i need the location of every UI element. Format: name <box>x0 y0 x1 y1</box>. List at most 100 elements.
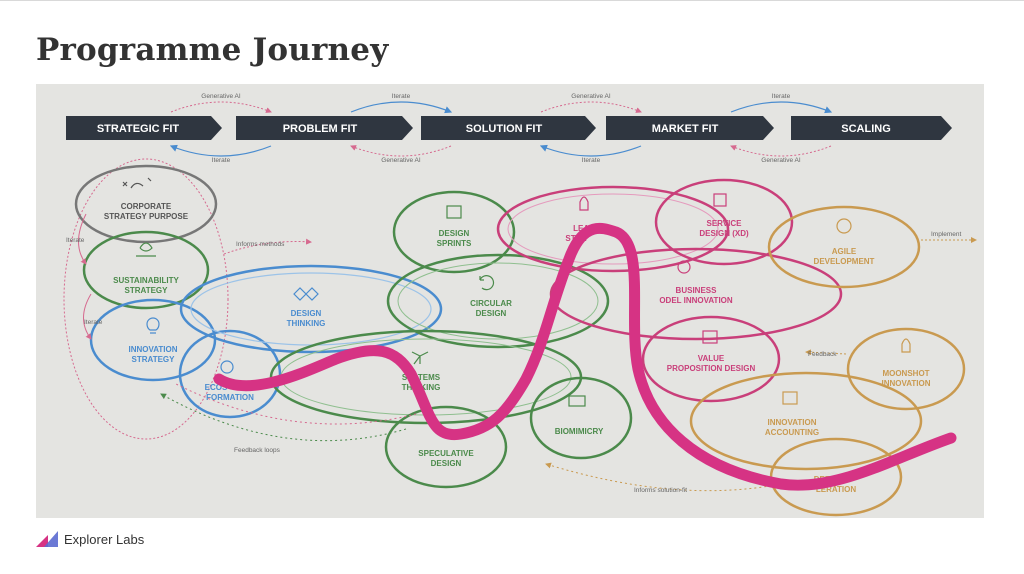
stage-label-strategic-fit: STRATEGIC FIT <box>97 123 180 135</box>
connector-3-top-label: Generative AI <box>571 93 611 100</box>
feedback-arrow <box>805 349 847 356</box>
stage-connector-3: Generative AI Iterate <box>539 93 642 164</box>
feedback-loops-label: Feedback loops <box>234 447 281 454</box>
journey-path-line <box>213 222 957 491</box>
strategy-group-outline <box>63 158 229 440</box>
node-label: STRATEGY <box>132 355 176 364</box>
node-label: DESIGN <box>439 229 470 238</box>
node-circular-design: CIRCULAR DESIGN <box>386 253 610 349</box>
node-biomimicry: BIOMIMICRY <box>529 376 633 460</box>
biomimicry-icon <box>568 395 586 407</box>
node-label: DESIGN <box>431 459 462 468</box>
stage-connector-4: Iterate Generative AI <box>730 93 833 164</box>
lightbulb-icon <box>146 317 160 334</box>
node-label: CORPORATE <box>121 202 172 211</box>
informs-methods-arrow <box>223 238 312 255</box>
node-label: VALUE <box>698 354 725 363</box>
implement-label: Implement <box>931 231 962 238</box>
recycle-icon <box>479 275 495 291</box>
informs-solution-fit-label: Informs solution-fit <box>634 487 687 494</box>
stage-banner-5: SCALING <box>791 116 952 140</box>
informs-solution-fit-arrow <box>545 462 782 492</box>
stage-label-solution-fit: SOLUTION FIT <box>466 123 543 135</box>
node-label: DESIGN (XD) <box>699 229 749 238</box>
stage-banner-1: STRATEGIC FIT <box>66 116 222 140</box>
stage-label-scaling: SCALING <box>841 123 891 135</box>
node-label: PROPOSITION DESIGN <box>667 364 756 373</box>
node-innovation-accounting: INNOVATION ACCOUNTING <box>689 371 923 471</box>
page-title: Programme Journey <box>36 32 389 68</box>
strategy-icon <box>122 177 152 189</box>
moonshot-icon <box>901 338 911 353</box>
brand-name: Explorer Labs <box>64 531 145 547</box>
leaf-hand-icon <box>136 242 156 257</box>
node-sustainability-strategy: SUSTAINABILITY STRATEGY <box>82 230 210 310</box>
node-label: FORMATION <box>206 393 254 402</box>
network-icon <box>411 351 429 365</box>
node-label: SERVICE <box>707 219 743 228</box>
gear-icon <box>677 260 691 274</box>
top-divider <box>0 0 1024 1</box>
node-label: AGILE <box>832 247 857 256</box>
connector-1-top-label: Generative AI <box>201 93 241 100</box>
node-label: SPRINTS <box>437 239 472 248</box>
connector-4-bottom-label: Generative AI <box>761 157 801 164</box>
node-business-model-innovation: BUSINESS ODEL INNOVATION <box>549 247 843 341</box>
connector-3-bottom-label: Iterate <box>582 157 601 164</box>
node-label: BUSINESS <box>676 286 718 295</box>
connector-4-top-label: Iterate <box>772 93 791 100</box>
node-label: SPECULATIVE <box>418 449 474 458</box>
cycle-icon <box>836 218 852 234</box>
connector-2-bottom-label: Generative AI <box>381 157 421 164</box>
iterate-arrow-1 <box>78 213 87 265</box>
rocket-icon <box>579 196 589 211</box>
stage-banner-4: MARKET FIT <box>606 116 774 140</box>
feedback-loops-arrow <box>160 393 407 442</box>
node-label: ODEL INNOVATION <box>659 296 733 305</box>
node-label: INNOVATION <box>881 379 930 388</box>
stage-banner-2: PROBLEM FIT <box>236 116 413 140</box>
stage-label-problem-fit: PROBLEM FIT <box>283 123 358 135</box>
node-label: DESIGN <box>291 309 322 318</box>
iterate-arrow-2 <box>83 293 92 340</box>
node-speculative-design: SPECULATIVE DESIGN <box>384 405 508 489</box>
node-label: STRATEGY <box>125 286 169 295</box>
node-label: DEVELOPMENT <box>814 257 875 266</box>
node-agile-development: AGILE DEVELOPMENT <box>767 205 921 289</box>
node-label: MOONSHOT <box>882 369 929 378</box>
double-diamond-icon <box>293 287 319 301</box>
iterate-label-1: Iterate <box>66 237 85 244</box>
stage-banner-3: SOLUTION FIT <box>421 116 596 140</box>
node-service-design: SERVICE DESIGN (XD) <box>654 178 794 266</box>
node-label: STRATEGY PURPOSE <box>104 212 189 221</box>
node-label: INNOVATION <box>128 345 177 354</box>
node-ecosystem-formation: ECOS FORMATION <box>178 329 282 419</box>
node-design-sprints: DESIGN SPRINTS <box>392 190 516 274</box>
node-label: ECOS <box>205 383 228 392</box>
brand-logo: Explorer Labs <box>36 529 144 549</box>
node-label: SYSTEMS <box>402 373 441 382</box>
node-label: SUSTAINABILITY <box>113 276 179 285</box>
journey-diagram: STRATEGIC FIT PROBLEM FIT SOLUTION FIT M… <box>36 84 984 518</box>
explorer-labs-logo-icon <box>36 531 58 547</box>
iterate-label-2: Iterate <box>84 319 103 326</box>
informs-methods-label: Informs methods <box>236 241 285 248</box>
node-innovation-strategy: INNOVATION STRATEGY <box>89 298 217 382</box>
feedback-loops-arrow-pink <box>175 383 417 425</box>
node-label: DESIGN <box>476 309 507 318</box>
globe-icon <box>220 360 234 374</box>
value-proposition-icon <box>702 330 718 344</box>
node-label: BIOMIMICRY <box>555 427 604 436</box>
node-label: ACCOUNTING <box>765 428 819 437</box>
node-value-proposition-design: VALUE PROPOSITION DESIGN <box>641 315 781 403</box>
feedback-label: Feedback <box>808 351 837 358</box>
node-label: LERATION <box>816 485 857 494</box>
connector-1-bottom-label: Iterate <box>212 157 231 164</box>
stage-connector-2: Iterate Generative AI <box>350 93 453 164</box>
stage-connector-1: Generative AI Iterate <box>169 93 272 164</box>
node-label: INNOVATION <box>767 418 816 427</box>
connector-2-top-label: Iterate <box>392 93 411 100</box>
node-label: THINKING <box>287 319 326 328</box>
stage-label-market-fit: MARKET FIT <box>652 123 719 135</box>
node-moonshot-innovation: MOONSHOT INNOVATION <box>846 327 966 411</box>
